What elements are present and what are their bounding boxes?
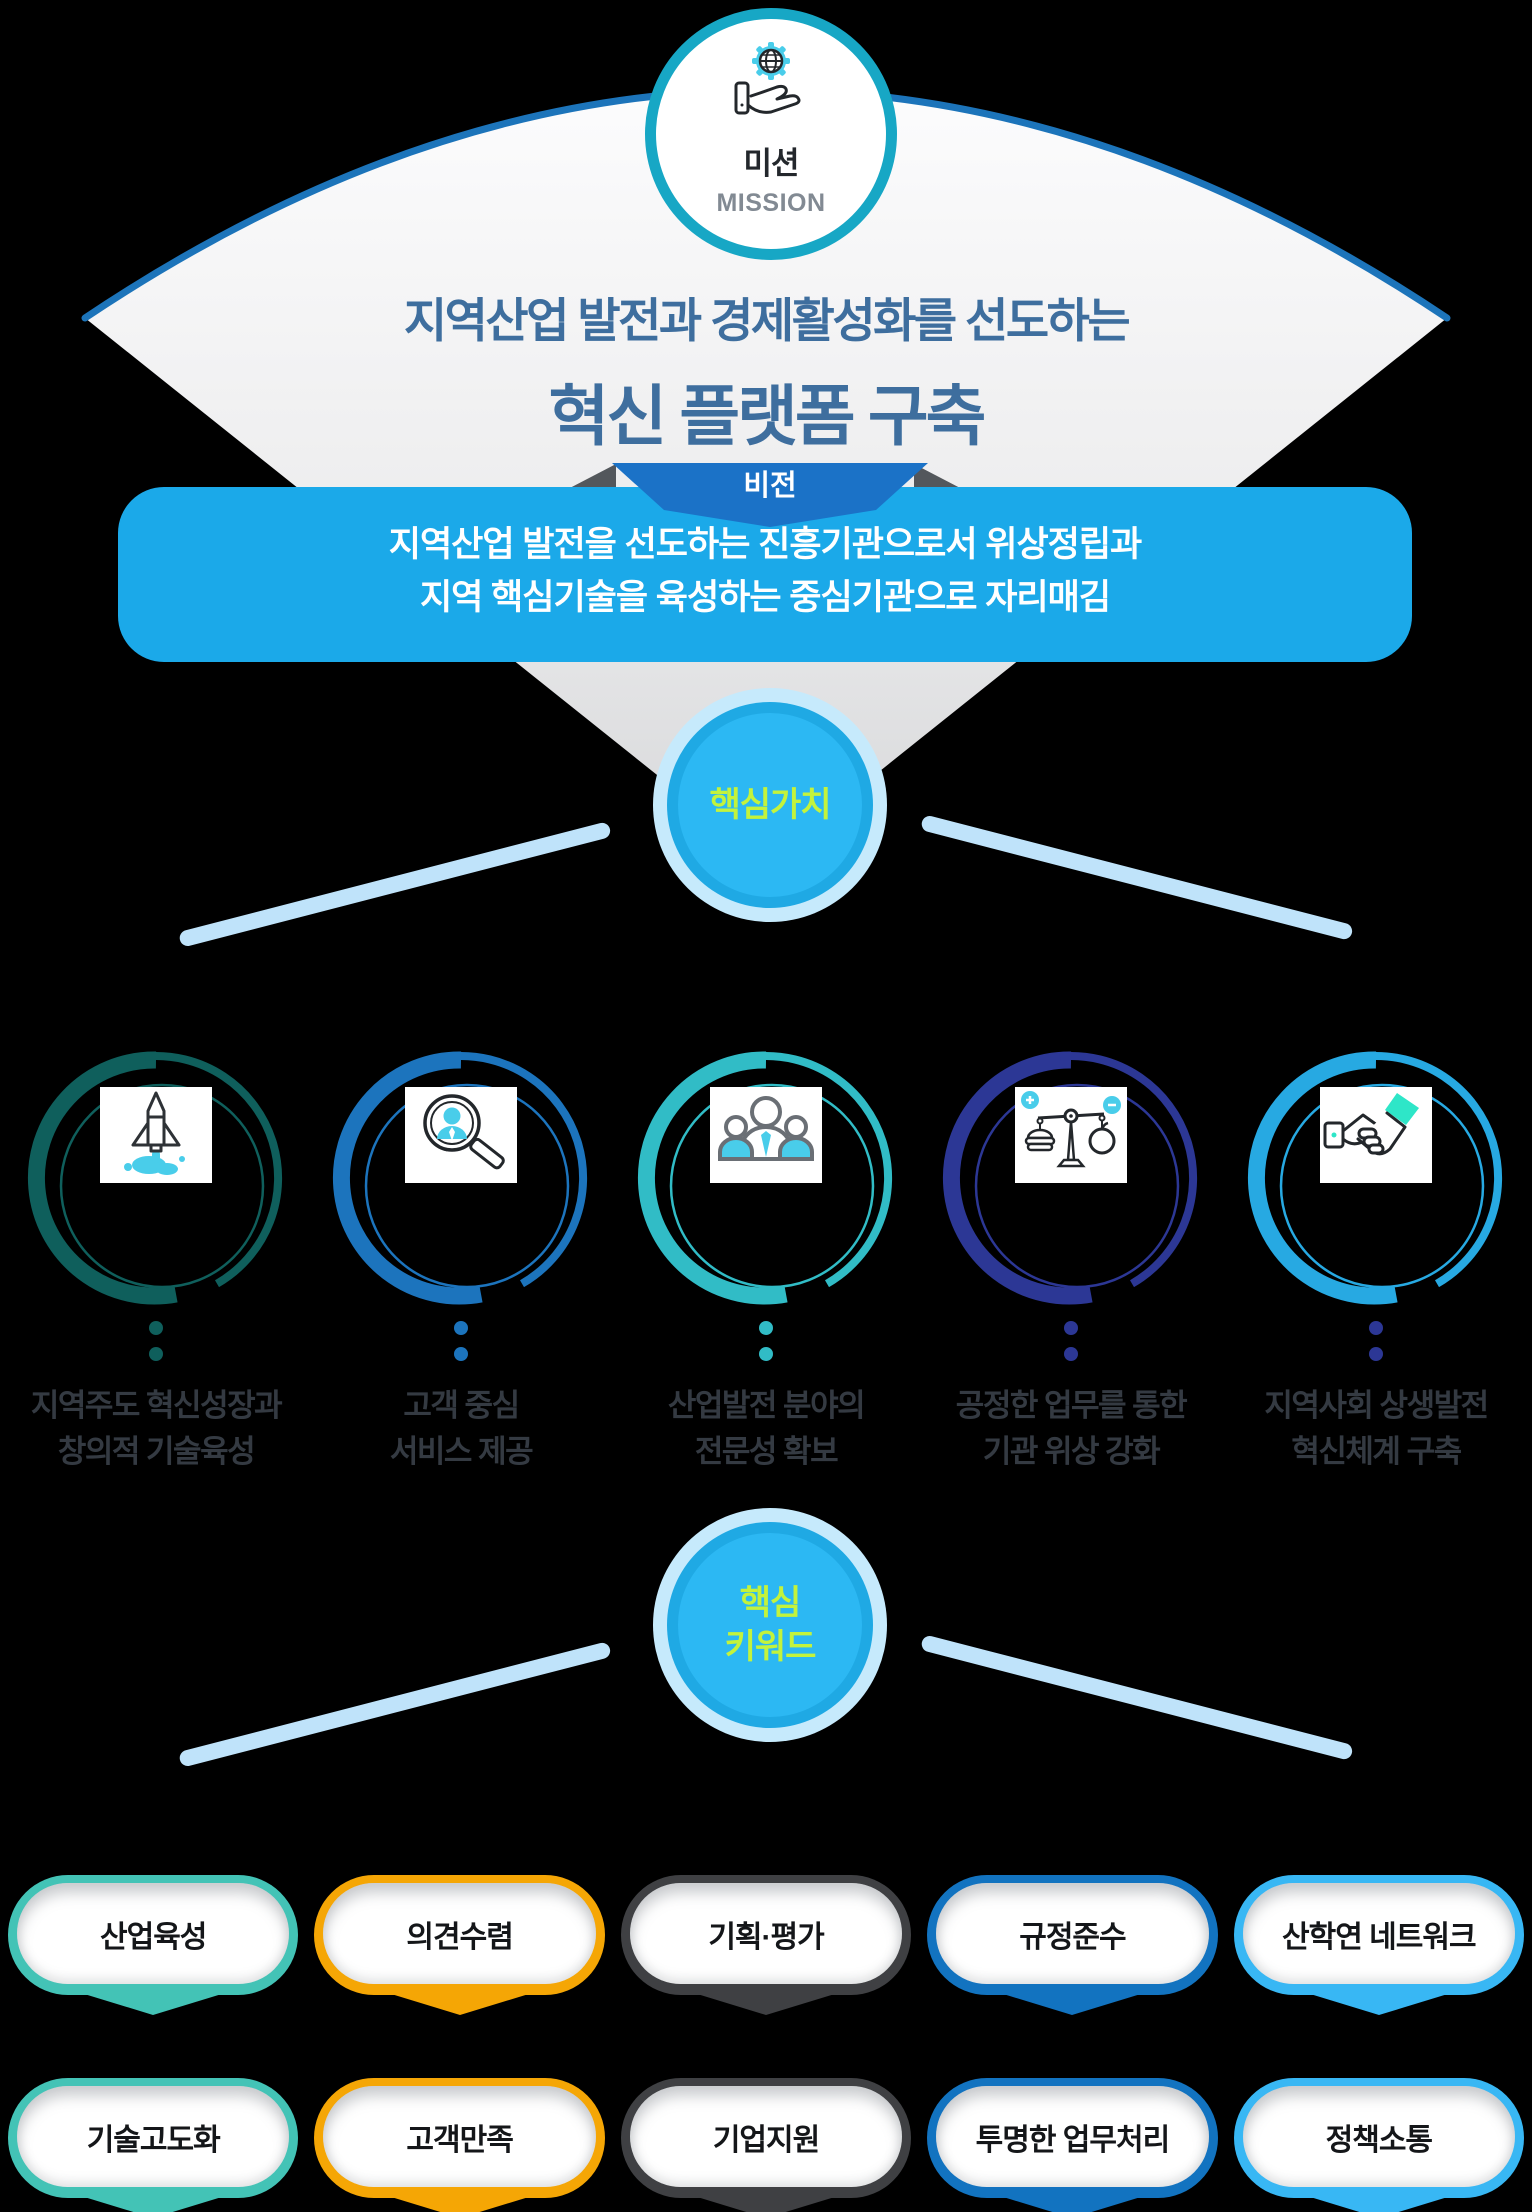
connector-dots [759,1321,773,1361]
value-ring [27,1051,283,1305]
rocket-icon [124,1091,185,1175]
value-label-4-line1: 공정한 업무를 통한 [955,1388,1188,1423]
keyword-pill: 산업육성 [8,1875,299,1995]
mission-badge: 미션 MISSION [645,8,897,260]
keyword-label: 기획·평가 [708,1920,824,1954]
value-label-1: 지역주도 혁신성장과 창의적 기술육성 [30,1383,283,1475]
keyword-label: 규정준수 [1019,1920,1126,1954]
core-keywords-hub-label-line2: 키워드 [724,1628,817,1666]
value-label-4-line2: 기관 위상 강화 [982,1434,1161,1469]
value-ring [332,1051,588,1305]
value-icon-box [710,1087,822,1183]
core-values-hub-fill [678,713,862,897]
keyword-pill: 투명한 업무처리 [927,2078,1218,2198]
value-item-4: 공정한 업무를 통한 기관 위상 강화 [921,1043,1221,1475]
value-label-1-line2: 창의적 기술육성 [57,1434,256,1469]
mission-heading-line1: 지역산업 발전과 경제활성화를 선도하는 [403,294,1131,347]
keyword-pill: 고객만족 [314,2078,605,2198]
keyword-label: 기술고도화 [86,2123,221,2157]
value-icon-box [1320,1087,1432,1183]
connector-dots [149,1321,163,1361]
value-ring [637,1051,893,1305]
value-label-5-line2: 혁신체계 구축 [1291,1434,1462,1469]
keyword-pill: 기획·평가 [620,1875,912,1995]
keyword-row-2: 기술고도화 고객만족 기업지원 투명한 업무처리 정책소통 [0,2078,1532,2198]
keyword-label: 산학연 네트워크 [1282,1920,1477,1954]
keyword-label: 투명한 업무처리 [975,2123,1171,2157]
keyword-label: 정책소통 [1325,2123,1433,2157]
core-values-hub: 핵심가치 [653,688,887,922]
value-item-3: 산업발전 분야의 전문성 확보 [616,1043,916,1475]
keyword-pill: 기업지원 [620,2078,912,2198]
keyword-pill: 기술고도화 [8,2078,299,2198]
ray-keywords-right [919,1634,1354,1761]
core-keywords-hub-fill [678,1533,862,1717]
value-label-4: 공정한 업무를 통한 기관 위상 강화 [955,1383,1188,1475]
ribbon-fold-right-icon [914,464,964,490]
value-label-5-line1: 지역사회 상생발전 [1264,1388,1489,1423]
globe-icon [758,48,784,74]
value-label-3-line2: 전문성 확보 [694,1434,839,1469]
keyword-pill: 규정준수 [927,1875,1218,1995]
balance-scale-icon [1021,1091,1121,1168]
mission-heading: 지역산업 발전과 경제활성화를 선도하는 혁신 플랫폼 구축 [0,282,1532,459]
people-icon [718,1096,814,1161]
ribbon-shape [612,463,928,527]
value-item-2: 고객 중심 서비스 제공 [311,1043,611,1475]
vision-line1: 지역산업 발전을 선도하는 진흥기관으로서 위상정립과 [388,525,1143,564]
keyword-label: 산업육성 [100,1920,207,1954]
keyword-pill: 산학연 네트워크 [1233,1875,1525,1995]
value-item-5: 지역사회 상생발전 혁신체계 구축 [1226,1043,1526,1475]
core-keywords-hub-label-line1: 핵심 [739,1584,802,1622]
ray-keywords-left [177,1641,612,1768]
value-ring [1247,1051,1503,1305]
mission-badge-title: 미션 [743,146,799,181]
value-label-3-line1: 산업발전 분야의 [667,1388,866,1423]
core-keywords-hub-label: 핵심 키워드 [653,1508,887,1742]
value-icon-box [100,1087,212,1183]
value-icon-box [405,1087,517,1183]
value-label-1-line1: 지역주도 혁신성장과 [30,1388,283,1423]
keyword-row-1: 산업육성 의견수렴 기획·평가 규정준수 산학연 네트워크 [0,1875,1532,1995]
value-label-3: 산업발전 분야의 전문성 확보 [667,1383,866,1475]
magnifier-person-icon [423,1094,505,1170]
value-label-5: 지역사회 상생발전 혁신체계 구축 [1264,1383,1489,1475]
value-ring [942,1051,1198,1305]
value-item-1: 지역주도 혁신성장과 창의적 기술육성 [6,1043,306,1475]
core-keywords-hub: 핵심 키워드 [653,1508,887,1742]
connector-dots [1064,1321,1078,1361]
connector-dots [454,1321,468,1361]
vision-ribbon-label: 비전 [743,470,797,502]
vision-line2: 지역 핵심기술을 육성하는 중심기관으로 자리매김 [419,578,1111,617]
value-icon-box [1015,1087,1127,1183]
gear-globe-hand-icon [734,42,801,115]
core-values-hub-label: 핵심가치 [709,786,831,824]
hand-icon [734,81,801,115]
keyword-pill: 의견수렴 [314,1875,605,1995]
core-values-row: 지역주도 혁신성장과 창의적 기술육성 [0,1043,1532,1475]
value-label-2-line1: 고객 중심 [403,1388,520,1423]
mission-badge-subtitle: MISSION [716,189,826,217]
keyword-pill: 정책소통 [1233,2078,1525,2198]
value-label-2-line2: 서비스 제공 [389,1434,534,1469]
value-label-2: 고객 중심 서비스 제공 [389,1383,534,1475]
keyword-label: 기업지원 [712,2123,820,2157]
connector-dots [1369,1321,1383,1361]
keyword-label: 고객만족 [406,2123,513,2157]
ribbon-fold-left-icon [566,464,616,490]
handshake-icon [1323,1093,1419,1156]
vision-ribbon: 비전 [610,462,930,528]
mission-heading-line2: 혁신 플랫폼 구축 [548,379,987,453]
keyword-label: 의견수렴 [406,1920,513,1954]
